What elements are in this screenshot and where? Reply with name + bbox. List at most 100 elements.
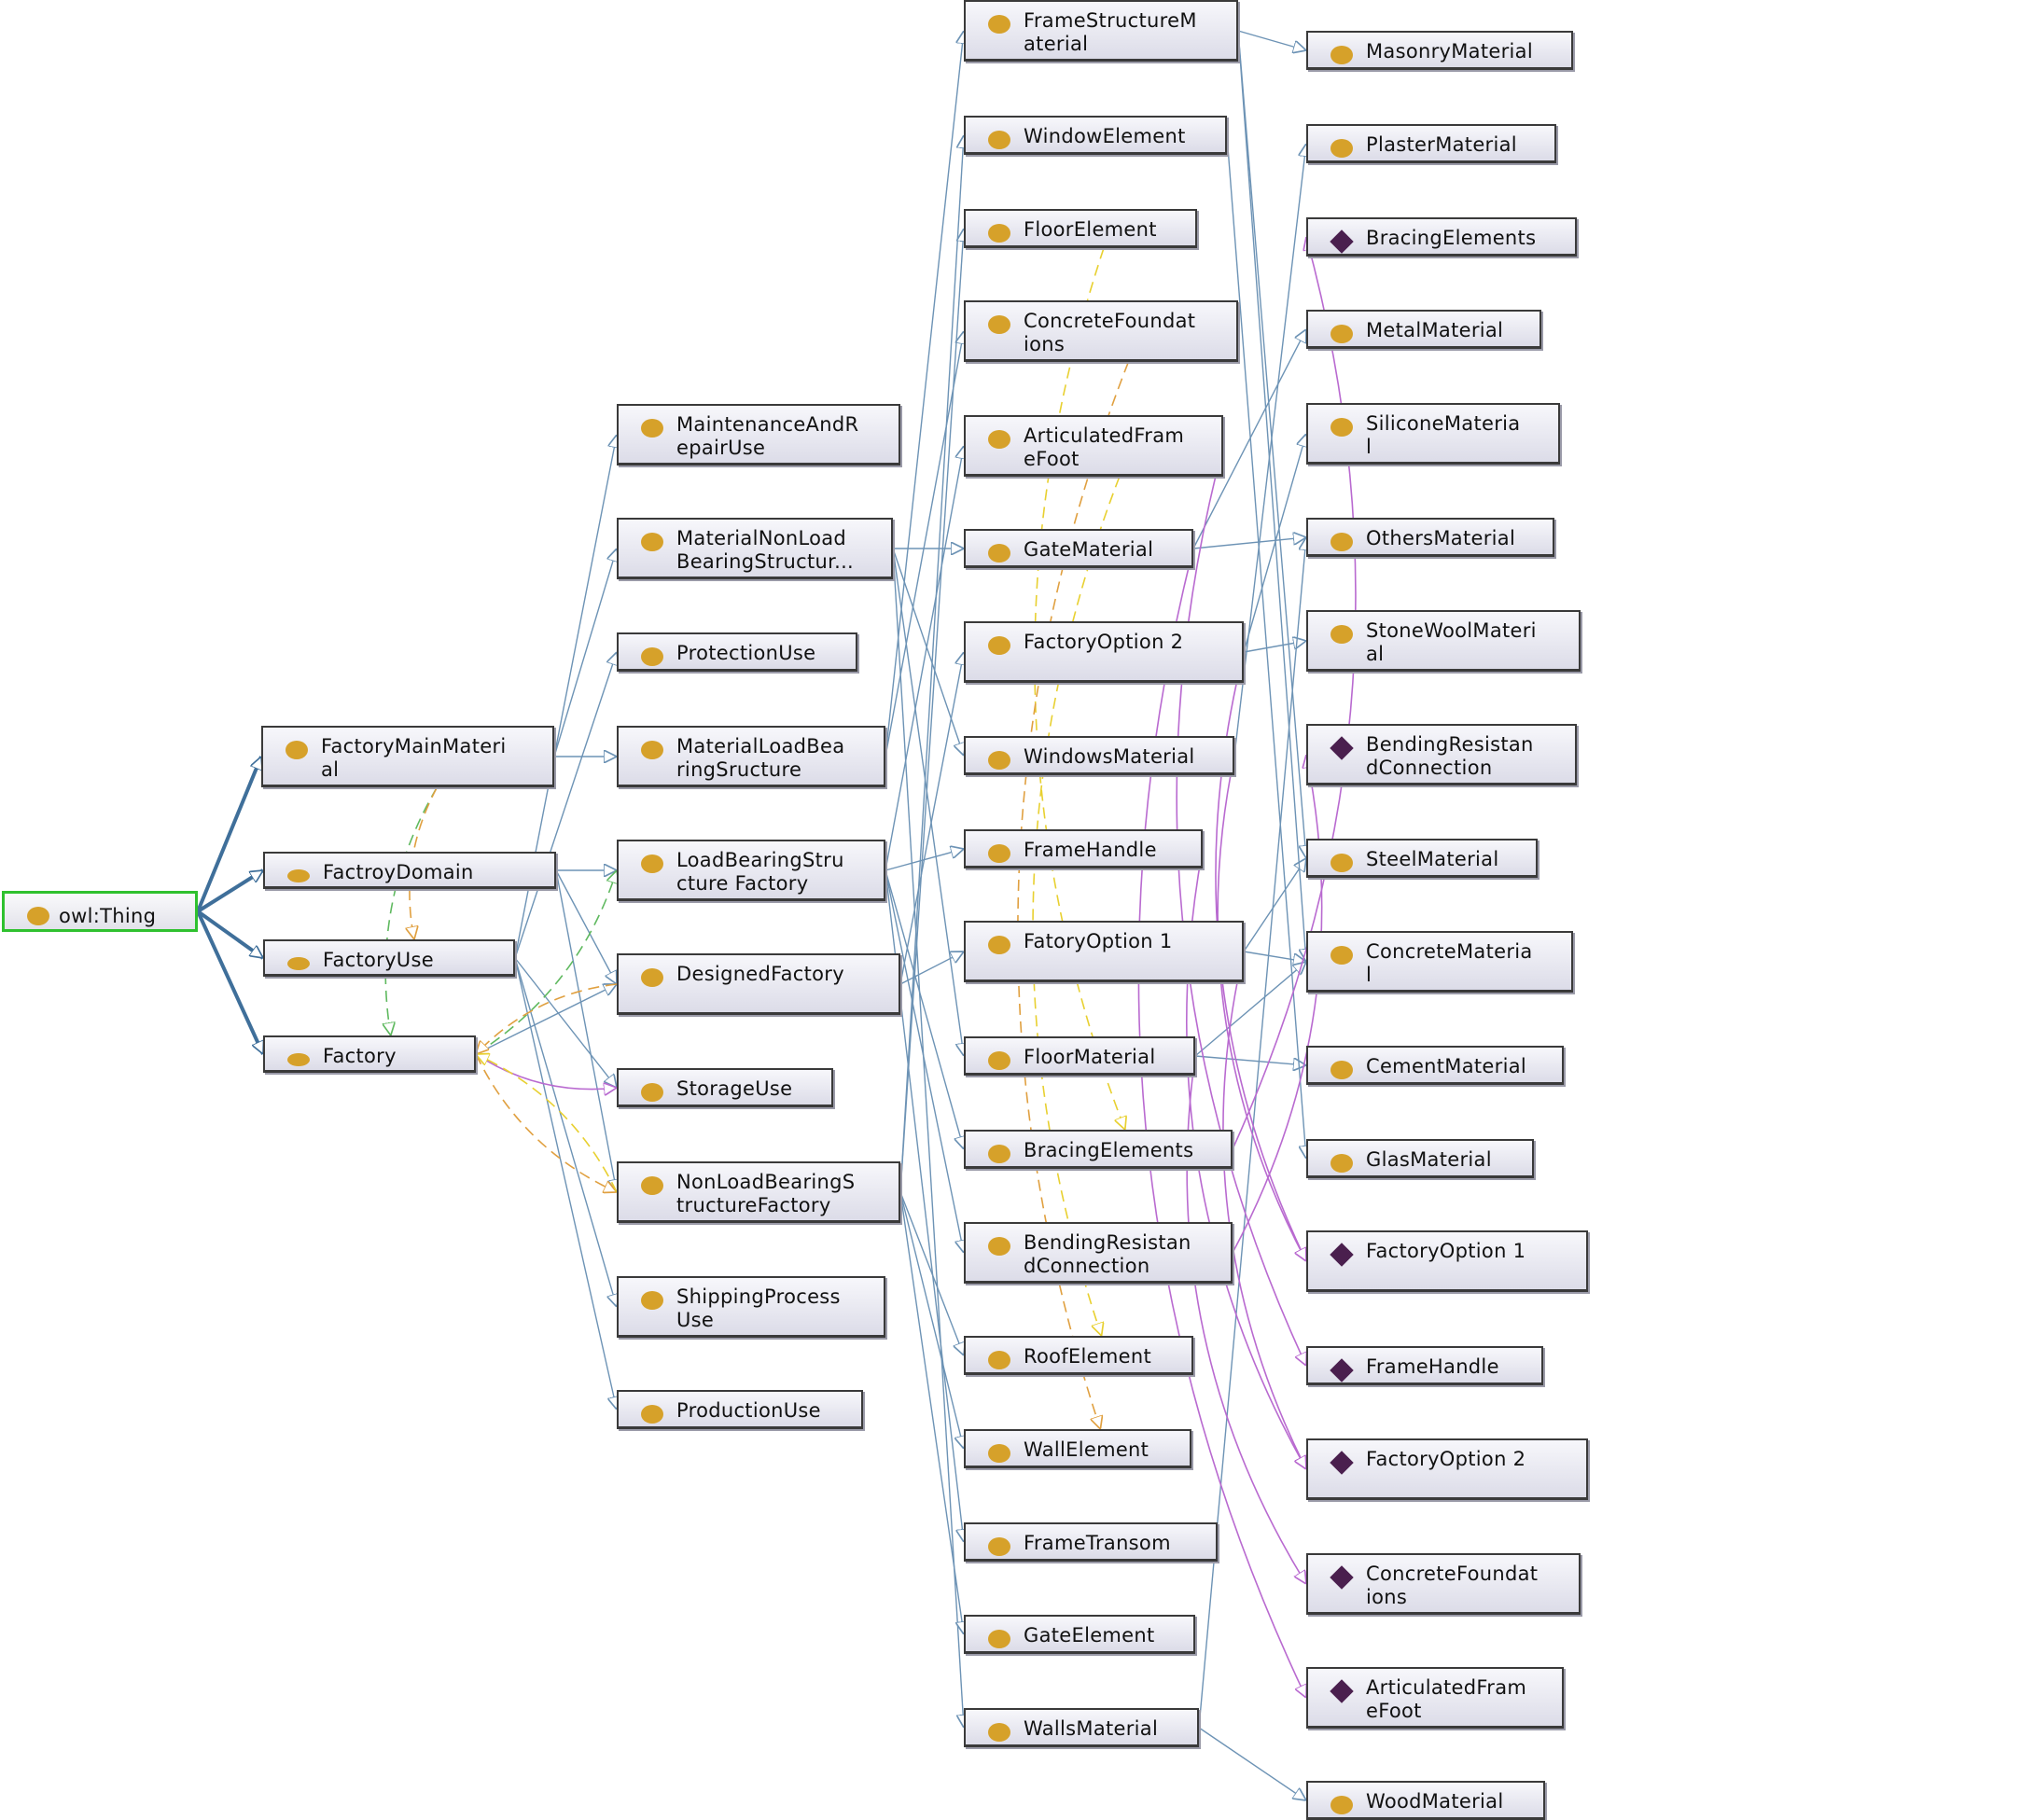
- edge-frame-structure-material-to-steel-material: [1237, 30, 1306, 858]
- class-circle-icon: [641, 1176, 663, 1195]
- node-floor-element[interactable]: FloorElement: [964, 209, 1197, 248]
- node-maintenance-and-repair-use[interactable]: MaintenanceAndR epairUse: [617, 404, 900, 465]
- edge-load-bearing-structure-factory-to-articulated-frame-foot-c: [885, 446, 964, 871]
- node-label: BendingResistan dConnection: [1024, 1231, 1191, 1277]
- node-frame-handle-i[interactable]: FrameHandle: [1306, 1346, 1543, 1385]
- node-plaster-material[interactable]: PlasterMaterial: [1306, 124, 1556, 163]
- class-circle-icon: [641, 533, 663, 551]
- class-circle-icon: [988, 844, 1010, 863]
- node-designed-factory[interactable]: DesignedFactory: [617, 953, 900, 1015]
- node-factroy-domain[interactable]: FactroyDomain: [263, 852, 556, 889]
- node-metal-material[interactable]: MetalMaterial: [1306, 310, 1541, 349]
- class-circle-icon: [27, 907, 49, 925]
- node-others-material[interactable]: OthersMaterial: [1306, 518, 1554, 557]
- class-circle-icon: [988, 1351, 1010, 1369]
- node-masonry-material[interactable]: MasonryMaterial: [1306, 31, 1573, 70]
- node-label: MasonryMaterial: [1366, 40, 1533, 63]
- edge-windows-material-to-plaster-material: [1233, 144, 1306, 757]
- node-window-element[interactable]: WindowElement: [964, 116, 1227, 155]
- node-glas-material[interactable]: GlasMaterial: [1306, 1139, 1534, 1178]
- class-circle-icon: [988, 430, 1010, 449]
- class-circle-icon: [641, 741, 663, 759]
- class-circle-icon: [988, 315, 1010, 334]
- node-label: DesignedFactory: [676, 963, 844, 985]
- node-bracing-elements-c[interactable]: BracingElements: [964, 1130, 1233, 1169]
- node-label: MaterialLoadBea ringSructure: [676, 735, 845, 781]
- node-label: BracingElements: [1366, 227, 1537, 249]
- node-label: FrameHandle: [1366, 1355, 1499, 1378]
- node-label: OthersMaterial: [1366, 527, 1516, 549]
- node-concrete-foundations-c[interactable]: ConcreteFoundat ions: [964, 300, 1238, 362]
- node-factory-option-1-i[interactable]: FactoryOption 1: [1306, 1230, 1588, 1292]
- edge-non-load-bearing-structure-factory-to-gate-element: [899, 1191, 964, 1634]
- node-factory[interactable]: Factory: [263, 1035, 476, 1073]
- node-roof-element[interactable]: RoofElement: [964, 1336, 1193, 1375]
- node-factory-use[interactable]: FactoryUse: [263, 939, 515, 977]
- edge-owl-thing-to-factory: [196, 910, 265, 1054]
- node-frame-transom[interactable]: FrameTransom: [964, 1522, 1218, 1562]
- node-walls-material[interactable]: WallsMaterial: [964, 1708, 1199, 1747]
- node-label: owl:Thing: [59, 905, 157, 927]
- node-floor-material[interactable]: FloorMaterial: [964, 1036, 1195, 1076]
- class-circle-icon: [1330, 1154, 1353, 1173]
- edge-factory-to-designed-factory: [475, 984, 617, 1055]
- node-wood-material[interactable]: WoodMaterial: [1306, 1781, 1545, 1820]
- node-factory-main-material[interactable]: FactoryMainMateri al: [261, 726, 554, 787]
- individual-diamond-icon: [1330, 1243, 1354, 1267]
- node-load-bearing-structure-factory[interactable]: LoadBearingStru cture Factory: [617, 840, 885, 901]
- class-circle-icon: [641, 419, 663, 438]
- node-frame-structure-material[interactable]: FrameStructureM aterial: [964, 0, 1238, 62]
- class-circle-icon: [1330, 418, 1353, 437]
- node-material-load-bearing-structure[interactable]: MaterialLoadBea ringSructure: [617, 726, 885, 787]
- node-articulated-frame-foot-i[interactable]: ArticulatedFram eFoot: [1306, 1667, 1564, 1729]
- class-circle-icon: [1330, 139, 1353, 158]
- node-stone-wool-material[interactable]: StoneWoolMateri al: [1306, 610, 1581, 672]
- class-circle-icon: [641, 647, 663, 666]
- node-shipping-process-use[interactable]: ShippingProcess Use: [617, 1276, 885, 1338]
- class-circle-icon: [988, 636, 1010, 655]
- node-factory-option-2-i[interactable]: FactoryOption 2: [1306, 1438, 1588, 1500]
- edge-factory-to-storage-use: [475, 1053, 617, 1090]
- node-windows-material[interactable]: WindowsMaterial: [964, 736, 1234, 775]
- node-concrete-foundations-i[interactable]: ConcreteFoundat ions: [1306, 1553, 1581, 1615]
- class-circle-icon: [1330, 533, 1353, 551]
- node-frame-handle-c[interactable]: FrameHandle: [964, 829, 1203, 868]
- node-label: LoadBearingStru cture Factory: [676, 849, 844, 895]
- edge-factory-to-non-load-bearing-structure-factory: [475, 1053, 617, 1192]
- node-cement-material[interactable]: CementMaterial: [1306, 1046, 1564, 1085]
- node-non-load-bearing-structure-factory[interactable]: NonLoadBearingS tructureFactory: [617, 1161, 900, 1223]
- node-silicone-material[interactable]: SiliconeMateria l: [1306, 403, 1560, 465]
- node-articulated-frame-foot-c[interactable]: ArticulatedFram eFoot: [964, 415, 1223, 477]
- node-bending-resistand-connection-i[interactable]: BendingResistan dConnection: [1306, 724, 1577, 785]
- edge-material-load-bearing-structure-to-concrete-foundations-c: [885, 331, 964, 757]
- node-gate-element[interactable]: GateElement: [964, 1615, 1195, 1654]
- node-bracing-elements-i[interactable]: BracingElements: [1306, 217, 1577, 257]
- edge-floor-element-to-bracing-elements-c: [1034, 247, 1125, 1130]
- node-label: ProtectionUse: [676, 642, 816, 664]
- node-factory-option-2-c[interactable]: FactoryOption 2: [964, 621, 1244, 683]
- node-steel-material[interactable]: SteelMaterial: [1306, 839, 1538, 878]
- node-wall-element[interactable]: WallElement: [964, 1429, 1191, 1468]
- node-material-non-load-bearing-structure[interactable]: MaterialNonLoad BearingStructur...: [617, 518, 893, 579]
- node-fatory-option-1-c[interactable]: FatoryOption 1: [964, 921, 1244, 982]
- individual-diamond-icon: [1330, 1565, 1354, 1590]
- edge-walls-material-to-wood-material: [1198, 1727, 1306, 1800]
- node-storage-use[interactable]: StorageUse: [617, 1068, 833, 1107]
- node-bending-resistand-connection-c[interactable]: BendingResistan dConnection: [964, 1222, 1233, 1284]
- class-circle-icon: [287, 957, 310, 970]
- class-circle-icon: [1330, 854, 1353, 872]
- edge-load-bearing-structure-factory-to-frame-handle-c: [885, 849, 964, 871]
- edge-frame-structure-material-to-masonry-material: [1237, 30, 1306, 50]
- edge-windows-material-to-factory-option-1-i: [1217, 755, 1306, 1261]
- edge-designed-factory-to-factory-option-2-c: [899, 652, 964, 985]
- edge-factory-main-material-to-material-non-load-bearing-structure: [553, 549, 617, 757]
- class-circle-icon: [988, 544, 1010, 563]
- edge-factory-option-2-c-to-stone-wool-material: [1243, 641, 1306, 653]
- node-concrete-material[interactable]: ConcreteMateria l: [1306, 931, 1573, 993]
- node-gate-material[interactable]: GateMaterial: [964, 529, 1193, 568]
- node-protection-use[interactable]: ProtectionUse: [617, 632, 857, 672]
- node-label: CementMaterial: [1366, 1055, 1527, 1077]
- node-production-use[interactable]: ProductionUse: [617, 1390, 863, 1429]
- node-owl-thing[interactable]: owl:Thing: [2, 891, 198, 932]
